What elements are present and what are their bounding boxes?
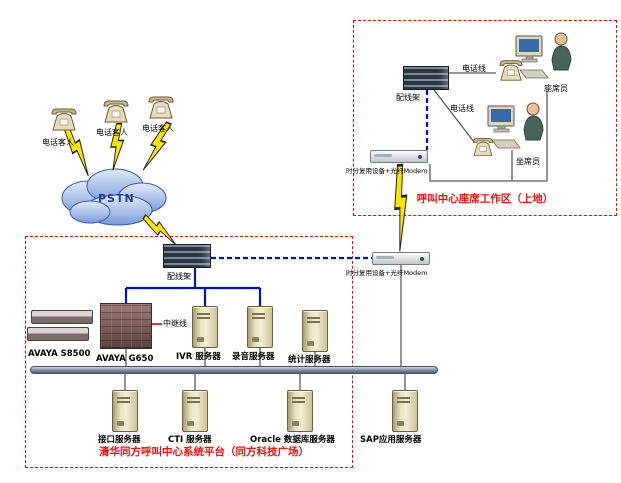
agent-phone-2-icon	[472, 138, 494, 156]
patch-panel-bottom-label: 配线架	[167, 272, 191, 281]
cti-server-icon	[182, 390, 208, 432]
blue-cabling	[124, 90, 429, 306]
modem-top-icon	[370, 150, 428, 163]
sap-server-label: SAP应用服务器	[360, 435, 422, 445]
agent-area-title: 呼叫中心座席工作区（上地）	[416, 193, 554, 205]
customer-phone-1-icon	[51, 108, 77, 131]
platform-title: 清华同方呼叫中心系统平台（同方科技广场）	[99, 446, 309, 458]
recording-server-icon	[247, 306, 273, 348]
ivr-server-icon	[192, 306, 218, 348]
phone-line-top-label: 电话线	[462, 64, 486, 73]
customer-phone-2-icon	[103, 100, 129, 123]
avaya-g650-label: AVAYA G650	[96, 354, 154, 364]
phone-line-bottom-label: 电话线	[450, 104, 474, 113]
interface-server-icon	[112, 390, 138, 432]
agent-top-label: 座席员	[544, 84, 568, 93]
trunk-line-label: 中继线	[163, 319, 187, 328]
stats-server-label: 统计服务器	[288, 355, 331, 365]
lan-lines	[124, 72, 548, 390]
agent-area-box	[353, 20, 617, 216]
patch-panel-top-icon	[403, 66, 449, 90]
patch-panel-top-label: 配线架	[396, 93, 420, 102]
s8500-slab-top	[31, 310, 93, 324]
agent-workstation-1-icon	[515, 32, 572, 79]
customer-3-label: 电话客人	[142, 124, 174, 133]
platform-box	[25, 236, 353, 468]
agent-bottom-label: 坐席员	[516, 157, 540, 166]
customer-2-label: 电话客人	[96, 128, 128, 137]
modem-bottom-label: 时分复用设备+光纤Modem	[346, 269, 428, 277]
pstn-label: PSTN	[98, 192, 135, 205]
avaya-g650-icon	[100, 303, 152, 349]
pstn-cloud	[61, 168, 167, 226]
sap-server-icon	[392, 390, 418, 432]
avaya-s8500-icon	[27, 310, 93, 348]
backbone-bus	[30, 366, 438, 374]
cti-server-label: CTI 服务器	[168, 435, 212, 445]
s8500-slab-bottom	[27, 327, 89, 341]
oracle-server-label: Oracle 数据库服务器	[250, 435, 335, 445]
customer-phone-3-icon	[148, 96, 174, 119]
modem-bottom-icon	[372, 252, 430, 265]
stats-server-icon	[302, 310, 328, 352]
customer-1-label: 电话客人	[42, 138, 74, 147]
modem-top-label: 时分复用设备+光纤Modem	[346, 167, 428, 175]
oracle-server-icon	[287, 390, 313, 432]
avaya-s8500-label: AVAYA S8500	[28, 349, 91, 359]
ivr-server-label: IVR 服务器	[176, 352, 221, 362]
patch-panel-bottom-icon	[163, 244, 211, 268]
interface-server-label: 接口服务器	[98, 435, 141, 445]
recording-server-label: 录音服务器	[232, 352, 275, 362]
